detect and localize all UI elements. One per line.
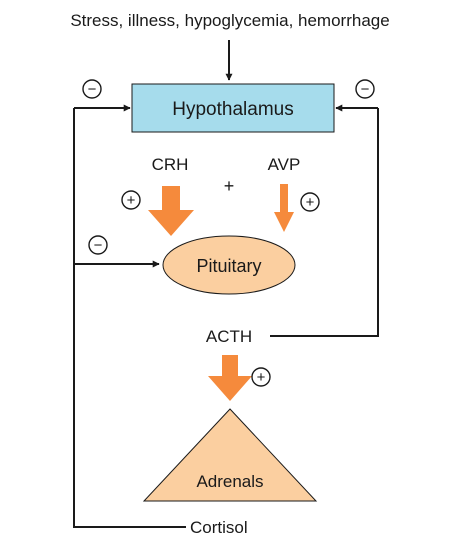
inhibit-symbol-hypothalamus-right: − xyxy=(361,81,370,98)
plus-between-hormones: + xyxy=(224,176,235,196)
adrenals-triangle xyxy=(142,408,318,502)
hypothalamus-label: Hypothalamus xyxy=(172,99,293,120)
acth-stimulate-symbol-circle xyxy=(251,367,271,387)
acth-feedback-line xyxy=(270,108,379,337)
crh-label: CRH xyxy=(152,155,189,174)
acth-stimulate-symbol: + xyxy=(257,369,266,386)
inhibit-symbol-pituitary: − xyxy=(94,237,103,254)
crh-stimulate-symbol-circle xyxy=(121,190,141,210)
inhibit-symbol-hypothalamus-left: − xyxy=(88,81,97,98)
cortisol-feedback-line xyxy=(73,108,186,528)
avp-stimulate-symbol-circle xyxy=(300,192,320,212)
avp-stimulate-symbol: + xyxy=(306,194,315,211)
avp-arrow xyxy=(274,184,294,232)
adrenals-label: Adrenals xyxy=(196,472,263,491)
acth-arrow xyxy=(208,355,252,401)
hypothalamus-box xyxy=(131,83,335,133)
crh-arrow xyxy=(148,186,194,236)
inhibit-symbol-pituitary-circle xyxy=(88,235,108,255)
inhibit-symbol-hypothalamus-right-circle xyxy=(355,79,375,99)
crh-stimulate-symbol: + xyxy=(127,192,136,209)
acth-label: ACTH xyxy=(206,327,252,346)
avp-label: AVP xyxy=(268,155,301,174)
trigger-text: Stress, illness, hypoglycemia, hemorrhag… xyxy=(70,11,389,30)
cortisol-label: Cortisol xyxy=(190,518,248,537)
inhibit-symbol-hypothalamus-left-circle xyxy=(82,79,102,99)
pituitary-ellipse xyxy=(162,235,296,295)
pituitary-label: Pituitary xyxy=(196,256,261,276)
